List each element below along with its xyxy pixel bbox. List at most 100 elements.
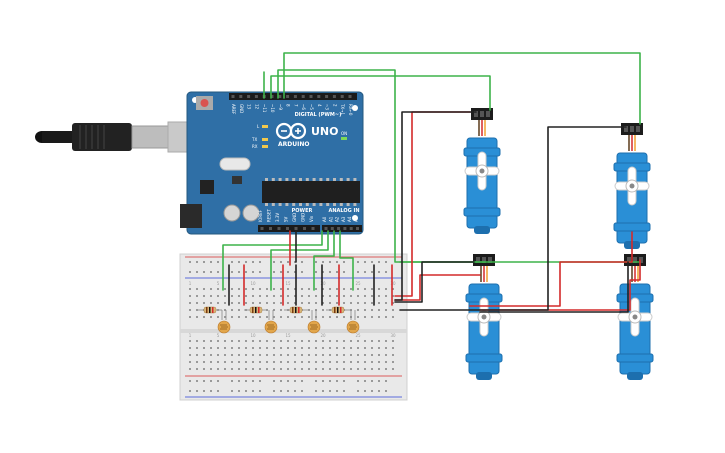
breadboard-hole[interactable] xyxy=(217,368,219,370)
breadboard-hole[interactable] xyxy=(322,288,324,290)
breadboard-hole[interactable] xyxy=(196,316,198,318)
breadboard-hole[interactable] xyxy=(378,368,380,370)
breadboard-hole[interactable] xyxy=(322,390,324,392)
breadboard-hole[interactable] xyxy=(371,354,373,356)
breadboard-hole[interactable] xyxy=(371,261,373,263)
breadboard-hole[interactable] xyxy=(308,347,310,349)
breadboard-hole[interactable] xyxy=(273,316,275,318)
breadboard-hole[interactable] xyxy=(350,302,352,304)
photoresistor[interactable] xyxy=(217,310,231,334)
breadboard-hole[interactable] xyxy=(273,288,275,290)
breadboard-hole[interactable] xyxy=(301,288,303,290)
wire-signal-servo-2[interactable] xyxy=(283,52,641,125)
breadboard-hole[interactable] xyxy=(378,390,380,392)
wire-analog-a0[interactable] xyxy=(222,230,323,291)
breadboard-hole[interactable] xyxy=(322,261,324,263)
breadboard-hole[interactable] xyxy=(371,316,373,318)
breadboard-hole[interactable] xyxy=(385,295,387,297)
breadboard-hole[interactable] xyxy=(301,316,303,318)
breadboard-hole[interactable] xyxy=(336,271,338,273)
breadboard-hole[interactable] xyxy=(203,340,205,342)
breadboard-hole[interactable] xyxy=(343,302,345,304)
breadboard-hole[interactable] xyxy=(294,390,296,392)
breadboard-hole[interactable] xyxy=(189,302,191,304)
breadboard-hole[interactable] xyxy=(217,361,219,363)
breadboard-hole[interactable] xyxy=(364,261,366,263)
breadboard-hole[interactable] xyxy=(364,354,366,356)
breadboard-hole[interactable] xyxy=(224,295,226,297)
breadboard-hole[interactable] xyxy=(301,295,303,297)
analog-pin-hole[interactable] xyxy=(337,227,341,230)
breadboard-hole[interactable] xyxy=(301,302,303,304)
breadboard-hole[interactable] xyxy=(273,309,275,311)
breadboard-hole[interactable] xyxy=(238,361,240,363)
digital-pin-hole[interactable] xyxy=(301,95,305,98)
breadboard-hole[interactable] xyxy=(294,354,296,356)
breadboard-hole[interactable] xyxy=(196,368,198,370)
breadboard-hole[interactable] xyxy=(273,361,275,363)
breadboard-hole[interactable] xyxy=(217,340,219,342)
breadboard-hole[interactable] xyxy=(245,340,247,342)
breadboard-hole[interactable] xyxy=(322,354,324,356)
digital-pin-hole[interactable] xyxy=(317,95,321,98)
breadboard-hole[interactable] xyxy=(385,361,387,363)
breadboard-hole[interactable] xyxy=(252,288,254,290)
breadboard-hole[interactable] xyxy=(385,368,387,370)
breadboard-hole[interactable] xyxy=(189,261,191,263)
breadboard-hole[interactable] xyxy=(357,295,359,297)
analog-pin-hole[interactable] xyxy=(343,227,347,230)
breadboard-hole[interactable] xyxy=(336,295,338,297)
breadboard-hole[interactable] xyxy=(350,354,352,356)
breadboard-hole[interactable] xyxy=(329,316,331,318)
breadboard-hole[interactable] xyxy=(280,347,282,349)
breadboard-hole[interactable] xyxy=(217,295,219,297)
breadboard-hole[interactable] xyxy=(336,302,338,304)
breadboard-hole[interactable] xyxy=(196,354,198,356)
breadboard-hole[interactable] xyxy=(280,361,282,363)
breadboard-hole[interactable] xyxy=(196,380,198,382)
wire-analog-a3[interactable] xyxy=(339,230,354,291)
breadboard-hole[interactable] xyxy=(245,354,247,356)
breadboard-hole[interactable] xyxy=(392,288,394,290)
analog-pin-hole[interactable] xyxy=(324,227,328,230)
power-pin-hole[interactable] xyxy=(286,227,289,230)
breadboard-hole[interactable] xyxy=(378,354,380,356)
breadboard-hole[interactable] xyxy=(329,271,331,273)
breadboard-hole[interactable] xyxy=(203,261,205,263)
breadboard-hole[interactable] xyxy=(266,316,268,318)
digital-pin-hole[interactable] xyxy=(239,95,243,98)
breadboard-hole[interactable] xyxy=(336,368,338,370)
breadboard-hole[interactable] xyxy=(364,368,366,370)
breadboard-hole[interactable] xyxy=(364,390,366,392)
breadboard-hole[interactable] xyxy=(231,271,233,273)
wire-ground-servo-3[interactable] xyxy=(394,261,475,303)
breadboard-hole[interactable] xyxy=(280,288,282,290)
breadboard-hole[interactable] xyxy=(350,361,352,363)
breadboard-hole[interactable] xyxy=(336,347,338,349)
breadboard-hole[interactable] xyxy=(287,316,289,318)
breadboard-hole[interactable] xyxy=(329,354,331,356)
breadboard-hole[interactable] xyxy=(322,368,324,370)
breadboard-hole[interactable] xyxy=(238,354,240,356)
breadboard-hole[interactable] xyxy=(231,347,233,349)
breadboard-hole[interactable] xyxy=(210,261,212,263)
breadboard-hole[interactable] xyxy=(322,316,324,318)
breadboard-hole[interactable] xyxy=(378,271,380,273)
breadboard-hole[interactable] xyxy=(294,340,296,342)
breadboard-hole[interactable] xyxy=(371,361,373,363)
power-pin-hole[interactable] xyxy=(303,227,306,230)
breadboard-hole[interactable] xyxy=(315,380,317,382)
breadboard-hole[interactable] xyxy=(350,347,352,349)
breadboard-hole[interactable] xyxy=(343,368,345,370)
breadboard-hole[interactable] xyxy=(357,390,359,392)
breadboard-hole[interactable] xyxy=(385,302,387,304)
breadboard-hole[interactable] xyxy=(259,361,261,363)
breadboard-hole[interactable] xyxy=(231,340,233,342)
breadboard-hole[interactable] xyxy=(231,316,233,318)
breadboard-hole[interactable] xyxy=(196,261,198,263)
wire-signal-servo-1[interactable] xyxy=(270,75,491,111)
breadboard-hole[interactable] xyxy=(343,390,345,392)
digital-pin-hole[interactable] xyxy=(309,95,313,98)
breadboard-hole[interactable] xyxy=(329,302,331,304)
breadboard-hole[interactable] xyxy=(287,271,289,273)
